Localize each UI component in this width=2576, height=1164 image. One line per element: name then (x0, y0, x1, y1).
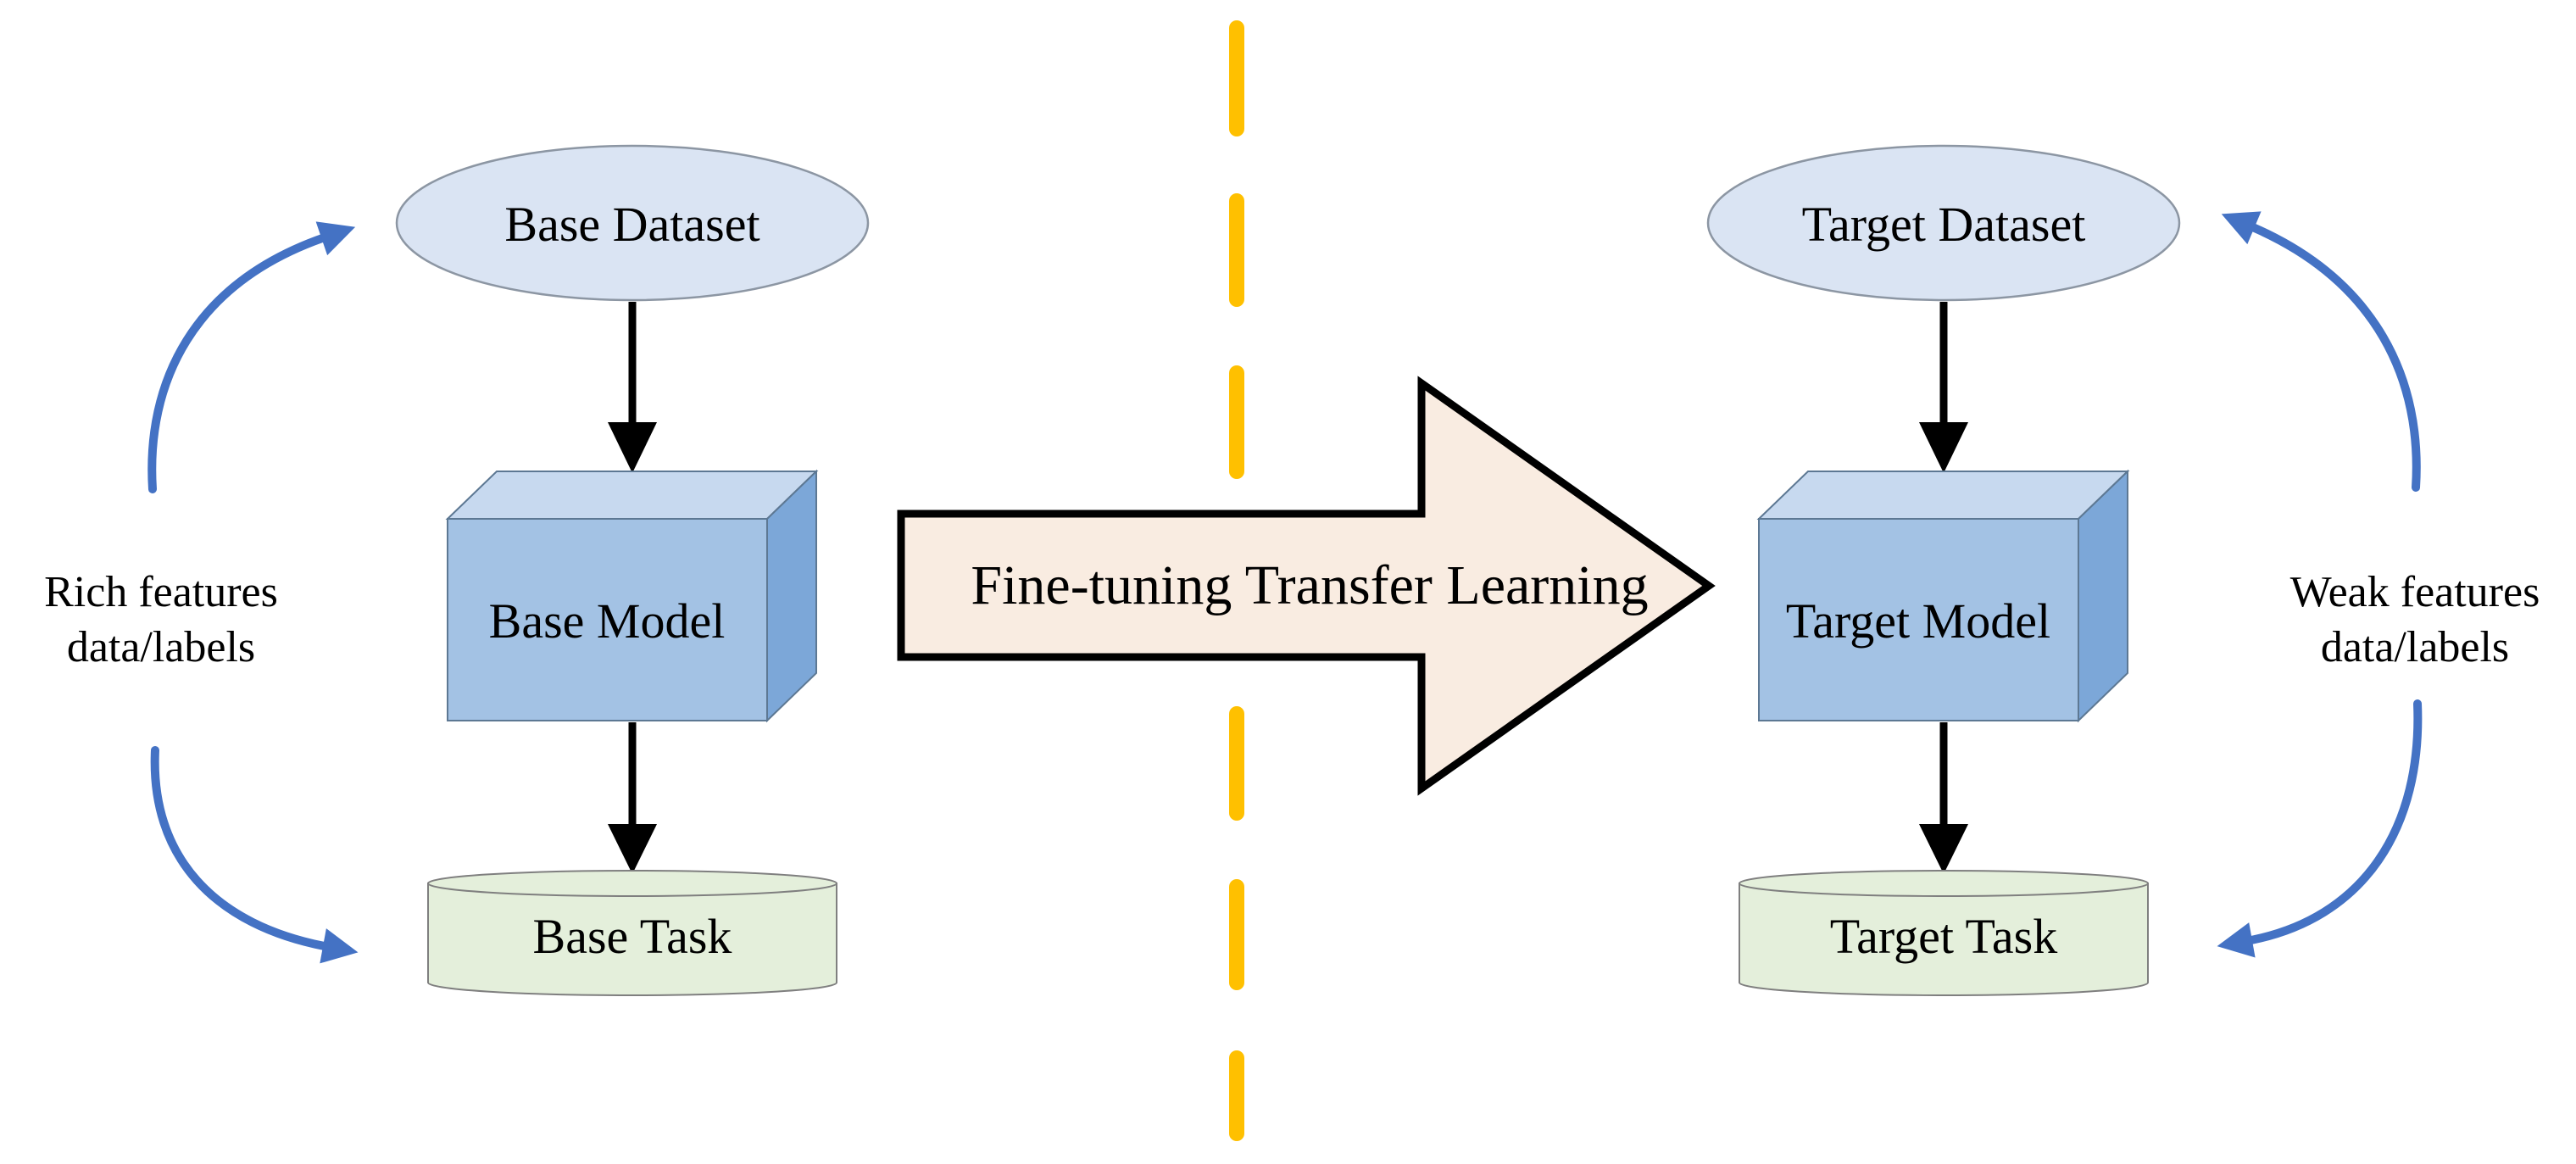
rich-features-annotation: Rich features data/labels (44, 568, 278, 671)
target-pipeline: Target Dataset Target Model Target Task … (1706, 144, 2540, 996)
target-model-label: Target Model (1786, 593, 2050, 649)
base-model-box: Base Model (445, 469, 819, 723)
base-task-cylinder: Base Task (427, 870, 837, 996)
target-task-label: Target Task (1830, 909, 2057, 964)
annotation-line-2: data/labels (67, 623, 255, 671)
base-model-label: Base Model (489, 593, 726, 649)
base-dataset-label: Base Dataset (504, 197, 759, 252)
down-arrow-icon (1919, 722, 1968, 874)
curved-arrow-icon-to-target-dataset (2221, 211, 2421, 492)
target-model-box: Target Model (1756, 469, 2130, 723)
base-model-box-top (445, 471, 819, 520)
transfer-arrow-label: Fine-tuning Transfer Learning (971, 554, 1648, 616)
annotation-line-1: Weak features (2290, 568, 2540, 616)
target-task-cylinder-body (1739, 883, 2149, 996)
divider-dash-segment (1229, 20, 1244, 136)
annotation-line-1: Rich features (44, 568, 278, 616)
target-dataset-label: Target Dataset (1802, 197, 2086, 252)
target-task-cylinder: Target Task (1739, 870, 2149, 996)
target-model-box-front (1758, 518, 2079, 721)
transfer-arrow: Fine-tuning Transfer Learning (897, 376, 1716, 796)
divider-dash-segment (1229, 706, 1244, 821)
base-task-cylinder-top (427, 870, 837, 897)
down-arrow-icon (608, 302, 657, 473)
base-task-label: Base Task (533, 909, 732, 964)
transfer-arrow-shape (897, 376, 1716, 796)
divider-dash-segment (1229, 193, 1244, 307)
base-model-box-front (447, 518, 768, 721)
divider-dash-segment (1229, 365, 1244, 479)
target-dataset-ellipse (1706, 144, 2181, 302)
base-pipeline: Base Dataset Base Model Base Task Rich f… (44, 144, 870, 996)
target-model-box-top (1756, 471, 2130, 520)
weak-features-annotation: Weak features data/labels (2290, 568, 2540, 671)
curved-arrow-icon-to-base-task (150, 746, 359, 964)
base-task-cylinder-body (427, 883, 837, 996)
divider-dash-segment (1229, 879, 1244, 990)
annotation-line-2: data/labels (2321, 623, 2509, 671)
target-task-cylinder-top (1739, 870, 2149, 897)
down-arrow-icon (1919, 302, 1968, 473)
curved-arrow-icon-to-target-task (2217, 699, 2423, 958)
divider-dashed-line (1229, 20, 1244, 1141)
divider-dash-segment (1229, 1050, 1244, 1141)
curved-arrow-icon-to-base-dataset (147, 221, 356, 493)
base-dataset-ellipse (395, 144, 870, 302)
down-arrow-icon (608, 722, 657, 874)
